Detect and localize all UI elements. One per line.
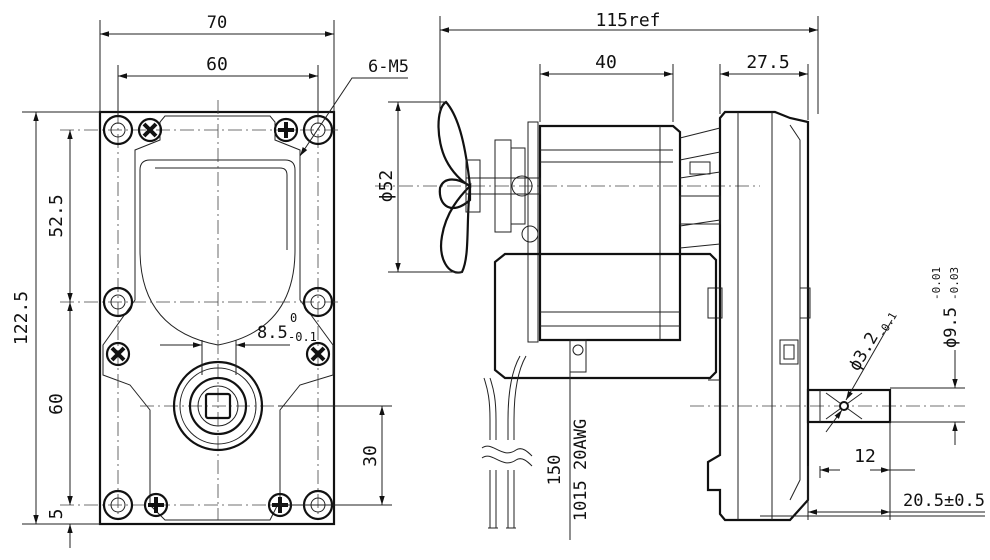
dim-bottom-offset: 5 bbox=[46, 509, 67, 520]
motor-stator bbox=[538, 124, 682, 342]
output-hub-outer bbox=[172, 360, 264, 452]
mounting-hole bbox=[302, 286, 334, 318]
side-view: 115ref 40 27.5 ϕ52 ϕ9.5 -0.01 -0.03 ϕ3.2… bbox=[375, 10, 985, 540]
dim-hole-lower: 60 bbox=[46, 393, 67, 415]
fan-blade-upper bbox=[437, 100, 472, 188]
dim-front-width: 70 bbox=[207, 13, 227, 33]
output-shaft-side bbox=[806, 388, 892, 424]
dim-gear-thickness: 27.5 bbox=[746, 52, 789, 73]
dim-hub-tol-upper: 0 bbox=[290, 311, 297, 325]
dim-screw-spec: 6-M5 bbox=[368, 57, 409, 77]
dim-wire-spec: 1015 20AWG bbox=[571, 419, 591, 521]
dim-hub-tol-lower: -0.1 bbox=[288, 330, 317, 344]
dim-height-total: 122.5 bbox=[11, 291, 32, 345]
motor-bracket bbox=[493, 252, 718, 380]
output-shaft-flat bbox=[204, 392, 232, 420]
dim-shaft-length: 20.5±0.5 bbox=[903, 491, 985, 511]
mounting-hole bbox=[102, 489, 134, 521]
gearbox-front-outline bbox=[98, 110, 336, 526]
dim-shaft-diameter-base: ϕ9.5 bbox=[941, 307, 961, 348]
lead-wires bbox=[481, 355, 533, 529]
dim-overall-length: 115ref bbox=[595, 10, 660, 31]
front-window bbox=[139, 159, 296, 346]
dim-hole-upper: 52.5 bbox=[46, 194, 67, 237]
dim-shaft-tol-lower: -0.03 bbox=[948, 267, 961, 300]
dim-cross-pin-tol: -0.1 bbox=[875, 310, 900, 339]
front-view: 70 60 6-M5 122.5 52.5 60 5 30 8.5 0 -0.1 bbox=[11, 13, 409, 548]
gear-housing-side bbox=[706, 110, 810, 522]
dim-fan-diameter: ϕ52 bbox=[376, 170, 397, 203]
screw-plus-icon bbox=[143, 492, 169, 518]
screw-cross-icon bbox=[305, 341, 331, 367]
fan-blade-side bbox=[438, 178, 472, 210]
front-inner-plate bbox=[102, 115, 334, 521]
dim-shaft-offset: 30 bbox=[360, 445, 381, 467]
screw-cross-icon bbox=[105, 341, 131, 367]
dim-shaft-tol-upper: -0.01 bbox=[930, 267, 943, 300]
screw-cross-icon bbox=[137, 117, 163, 143]
screw-plus-icon bbox=[273, 117, 299, 143]
dim-front-hole-spacing: 60 bbox=[206, 54, 228, 75]
dim-hub-base: 8.5 bbox=[257, 323, 288, 343]
mounting-hole bbox=[102, 286, 134, 318]
dim-wire-length: 150 bbox=[545, 455, 565, 486]
dim-shaft-protrusion: 12 bbox=[854, 446, 876, 467]
dim-cross-pin-base: ϕ3.2 bbox=[845, 329, 883, 374]
dim-stator-length: 40 bbox=[595, 52, 617, 73]
